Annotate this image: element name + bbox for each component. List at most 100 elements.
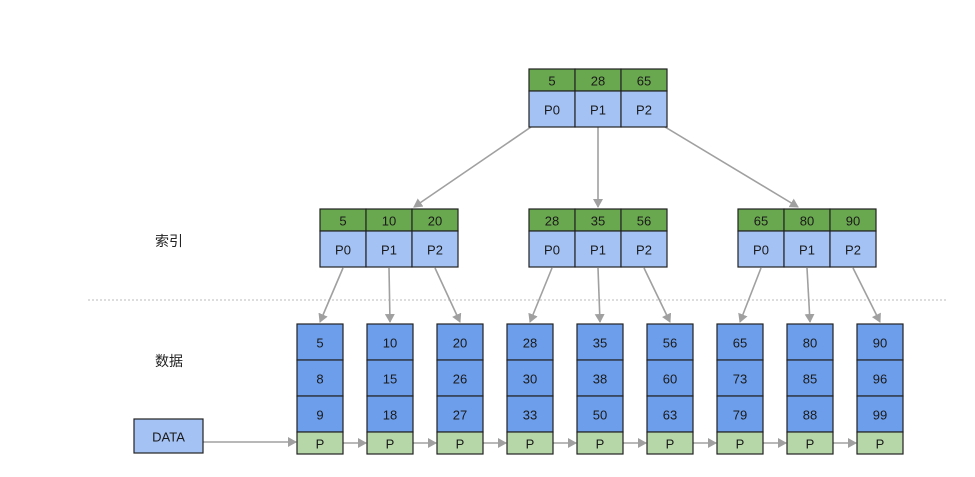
root-node-pointer-2-text: P2	[636, 103, 652, 118]
leaf-4-value-1: 38	[576, 359, 624, 397]
leaf-1-next-pointer-text: P	[386, 437, 395, 452]
internal-node-1-key-1: 35	[574, 208, 622, 232]
leaf-5-value-0-text: 56	[663, 336, 677, 351]
internal-node-2-key-1-text: 80	[800, 214, 814, 229]
internal-node-2-pointer-2-text: P2	[845, 243, 861, 258]
leaf-3-value-2: 33	[506, 395, 554, 433]
root-node-key-1-text: 28	[591, 74, 605, 89]
leaf-node-5: 56 60 63P	[646, 323, 694, 455]
leaf-4-value-1-text: 38	[593, 372, 607, 387]
arrow-internal-0-to-leaf-2	[434, 267, 462, 323]
leaf-node-4: 35 38 50P	[576, 323, 624, 455]
internal-node-0-key-1: 10	[365, 208, 413, 232]
arrow-internal-0-to-leaf-1	[384, 267, 395, 323]
leaf-7-next-pointer: P	[786, 431, 834, 455]
root-node-pointer-0: P0	[528, 90, 576, 128]
internal-node-1-key-2: 56	[620, 208, 668, 232]
arrow-internal-2-to-leaf-6	[738, 267, 762, 323]
leaf-node-7: 80 85 88P	[786, 323, 834, 455]
leaf-1-value-2-text: 18	[383, 408, 397, 423]
internal-node-1-key-2-text: 56	[637, 214, 651, 229]
leaf-2-value-0: 20	[436, 323, 484, 361]
leaf-5-value-2: 63	[646, 395, 694, 433]
internal-node-2-pointer-1: P1	[783, 230, 831, 268]
arrows-layer	[203, 126, 881, 448]
root-node-pointer-0-text: P0	[544, 103, 560, 118]
internal-node-1-pointer-0: P0	[528, 230, 576, 268]
leaf-8-value-0: 90	[856, 323, 904, 361]
root-node-key-0-text: 5	[548, 74, 555, 89]
root-node-key-1: 28	[574, 68, 622, 92]
data-box-label: DATA	[152, 430, 185, 445]
leaf-1-value-0-text: 10	[383, 336, 397, 351]
leaf-1-value-1: 15	[366, 359, 414, 397]
leaf-1-value-1-text: 15	[383, 372, 397, 387]
leaf-8-value-2-text: 99	[873, 408, 887, 423]
leaf-0-value-2: 9	[296, 395, 344, 433]
leaf-node-1: 10 15 18P	[366, 323, 414, 455]
leaf-5-next-pointer-text: P	[666, 437, 675, 452]
internal-node-1-key-1-text: 35	[591, 214, 605, 229]
leaf-4-next-pointer-text: P	[596, 437, 605, 452]
leaf-4-next-pointer: P	[576, 431, 624, 455]
leaf-0-value-0: 5	[296, 323, 344, 361]
leaf-7-value-1-text: 85	[803, 372, 817, 387]
leaf-4-value-2-text: 50	[593, 408, 607, 423]
leaf-node-0: 5 8 9P	[296, 323, 344, 455]
leaf-6-value-1: 73	[716, 359, 764, 397]
internal-node-1-pointer-1-text: P1	[590, 243, 606, 258]
leaf-8-value-2: 99	[856, 395, 904, 433]
root-node-pointer-1-text: P1	[590, 103, 606, 118]
leaf-7-value-0-text: 80	[803, 336, 817, 351]
internal-node-1-key-0: 28	[528, 208, 576, 232]
internal-node-1-pointer-1: P1	[574, 230, 622, 268]
leaf-3-value-0-text: 28	[523, 336, 537, 351]
internal-node-2-pointer-0-text: P0	[753, 243, 769, 258]
leaf-6-value-0-text: 65	[733, 336, 747, 351]
internal-node-1-pointer-2: P2	[620, 230, 668, 268]
leaf-8-value-1: 96	[856, 359, 904, 397]
leaf-1-value-2: 18	[366, 395, 414, 433]
internal-node-0-key-1-text: 10	[382, 214, 396, 229]
leaf-4-value-0: 35	[576, 323, 624, 361]
internal-node-2-key-2-text: 90	[846, 214, 860, 229]
data-box: DATA	[133, 418, 204, 454]
leaf-2-next-pointer-text: P	[456, 437, 465, 452]
leaf-7-value-2: 88	[786, 395, 834, 433]
leaf-4-value-0-text: 35	[593, 336, 607, 351]
arrow-internal-1-to-leaf-3	[528, 267, 553, 323]
leaf-3-value-2-text: 33	[523, 408, 537, 423]
internal-node-2-key-1: 80	[783, 208, 831, 232]
leaf-6-next-pointer: P	[716, 431, 764, 455]
leaf-3-value-1: 30	[506, 359, 554, 397]
leaf-5-value-1-text: 60	[663, 372, 677, 387]
leaf-0-value-2-text: 9	[316, 408, 323, 423]
leaf-6-value-2-text: 79	[733, 408, 747, 423]
leaf-8-value-1-text: 96	[873, 372, 887, 387]
root-node-key-0: 5	[528, 68, 576, 92]
leaf-6-next-pointer-text: P	[736, 437, 745, 452]
arrow-root-to-internal-2	[664, 126, 799, 208]
leaf-5-value-2-text: 63	[663, 408, 677, 423]
leaf-0-next-pointer-text: P	[316, 437, 325, 452]
arrow-internal-2-to-leaf-7	[804, 267, 815, 323]
internal-node-0-pointer-1-text: P1	[381, 243, 397, 258]
leaf-6-value-2: 79	[716, 395, 764, 433]
leaf-8-next-pointer: P	[856, 431, 904, 455]
leaf-0-value-1-text: 8	[316, 372, 323, 387]
arrow-root-to-internal-0	[413, 126, 532, 208]
root-node-pointer-1: P1	[574, 90, 622, 128]
leaf-3-value-1-text: 30	[523, 372, 537, 387]
internal-node-1-key-0-text: 28	[545, 214, 559, 229]
leaf-node-6: 65 73 79P	[716, 323, 764, 455]
internal-node-0-key-0: 5	[319, 208, 367, 232]
arrow-internal-1-to-leaf-5	[643, 267, 672, 323]
internal-node-0-pointer-0: P0	[319, 230, 367, 268]
internal-node-0-key-2: 20	[411, 208, 459, 232]
leaf-2-value-2: 27	[436, 395, 484, 433]
